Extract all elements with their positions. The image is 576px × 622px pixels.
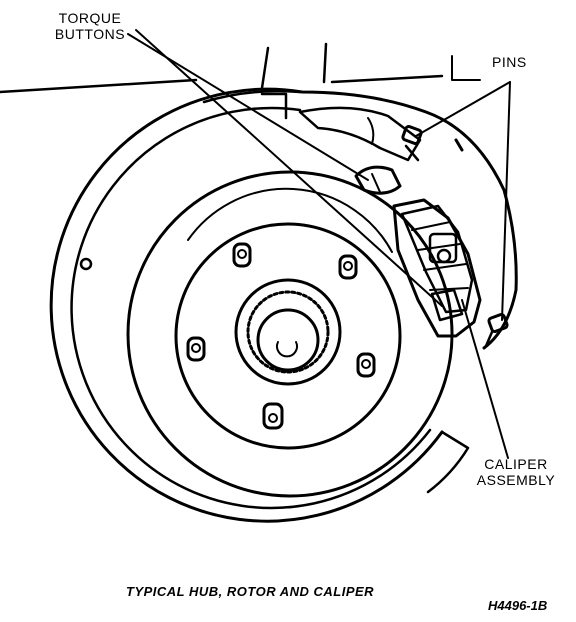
caliper-piston bbox=[400, 204, 474, 314]
bracket-vertical-left bbox=[260, 46, 270, 90]
leader-pins-upper bbox=[415, 81, 511, 137]
hub-spline-inner bbox=[246, 290, 330, 374]
caliper-label-line1: CALIPER bbox=[484, 456, 548, 472]
dust-shield-inner bbox=[70, 106, 432, 510]
hub-face bbox=[174, 222, 402, 450]
anchor-plate bbox=[298, 106, 422, 162]
caliper-body-ribs bbox=[411, 221, 469, 291]
hub-center bbox=[256, 308, 320, 372]
pins-label-text: PINS bbox=[492, 54, 527, 70]
caliper-pin-lower bbox=[484, 313, 509, 348]
lug-stud-top-right bbox=[338, 254, 358, 280]
caliper-bolt bbox=[436, 248, 452, 264]
shield-flange bbox=[426, 430, 470, 494]
figure-code: H4496-1B bbox=[488, 598, 548, 613]
bracket-left-line bbox=[0, 78, 198, 94]
rotor-hub-face bbox=[187, 187, 393, 253]
leader-caliper bbox=[461, 299, 509, 459]
anchor-plate-detail bbox=[367, 117, 375, 145]
pins-label: PINS bbox=[492, 54, 527, 70]
pins-bracket bbox=[451, 55, 481, 81]
torque-button-upper bbox=[354, 165, 402, 195]
torque-label-line2: BUTTONS bbox=[54, 26, 126, 42]
bracket-vertical-right bbox=[322, 42, 328, 84]
leader-pins-lower bbox=[501, 81, 511, 321]
caliper-housing bbox=[392, 198, 482, 338]
leader-lines bbox=[127, 29, 511, 459]
bracket-top bbox=[330, 74, 444, 84]
hub-spline-outer bbox=[234, 278, 342, 386]
shield-mount-bracket bbox=[260, 92, 288, 120]
figure-caption: TYPICAL HUB, ROTOR AND CALIPER bbox=[126, 584, 375, 599]
lug-stud-left bbox=[186, 336, 206, 362]
lug-stud-bottom bbox=[262, 402, 284, 430]
lug-stud-right bbox=[356, 352, 376, 378]
dust-shield-outer bbox=[49, 87, 518, 523]
torque-button-lower bbox=[430, 288, 464, 322]
rotor-outer bbox=[126, 170, 454, 498]
hub-center-arc bbox=[276, 341, 298, 358]
leader-torque-lower bbox=[135, 29, 443, 307]
shield-hardware bbox=[454, 138, 464, 152]
caliper-label-line2: ASSEMBLY bbox=[476, 472, 556, 488]
torque-buttons-label: TORQUE BUTTONS bbox=[42, 10, 138, 42]
shield-rivet bbox=[79, 257, 93, 271]
lug-stud-top-left bbox=[232, 242, 252, 268]
caliper-assembly-label: CALIPER ASSEMBLY bbox=[470, 456, 562, 488]
torque-label-line1: TORQUE bbox=[58, 10, 122, 26]
